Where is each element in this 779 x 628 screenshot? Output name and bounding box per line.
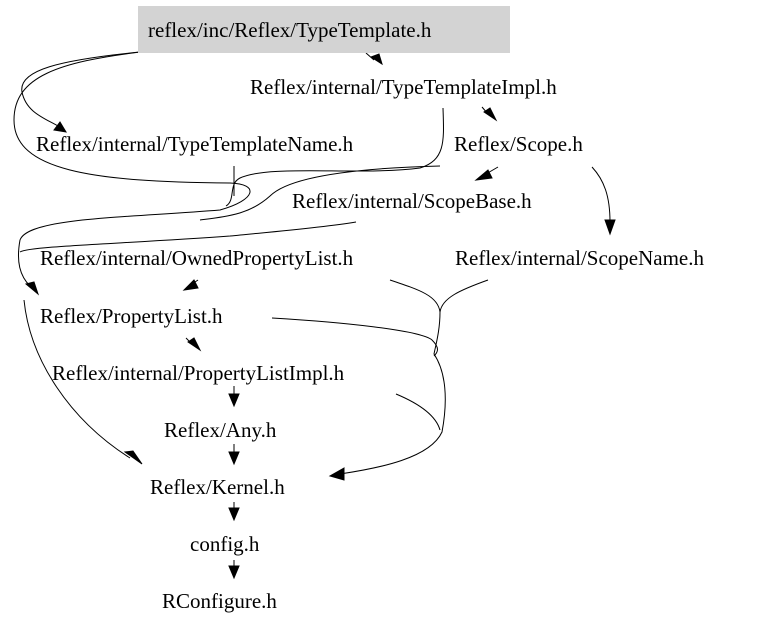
edge-scope-to-kernel-a <box>199 165 441 221</box>
node-kernel[interactable]: Reflex/Kernel.h <box>150 475 285 499</box>
edge-root-to-type-template-impl <box>365 52 375 61</box>
arrowhead-property-list-a <box>24 281 40 296</box>
arrowhead-any <box>228 393 240 408</box>
node-property-list[interactable]: Reflex/PropertyList.h <box>40 304 223 328</box>
arrowhead-rconfigure <box>228 565 240 580</box>
node-property-list-impl[interactable]: Reflex/internal/PropertyListImpl.h <box>52 361 345 385</box>
node-scope[interactable]: Reflex/Scope.h <box>454 132 583 156</box>
edge-scope-base-to-owned-property-list <box>19 221 357 253</box>
root-node-box <box>138 6 510 53</box>
arrowhead-property-list-b <box>182 279 199 291</box>
arrowhead-type-template-impl <box>369 53 383 66</box>
arrowhead-property-list-impl <box>187 337 202 352</box>
edge-property-list-to-kernel <box>271 317 438 357</box>
node-type-template-impl[interactable]: Reflex/internal/TypeTemplateImpl.h <box>250 75 557 99</box>
edge-root-to-kernel <box>23 299 131 459</box>
arrowhead-scope-name <box>604 219 616 236</box>
edge-root-to-type-template-name <box>21 51 141 127</box>
node-root[interactable]: reflex/inc/Reflex/TypeTemplate.h <box>148 18 432 42</box>
arrowhead-scope-base <box>474 169 493 181</box>
edge-scope-name-to-kernel <box>439 279 489 313</box>
edge-type-template-impl-to-property-list <box>225 107 444 207</box>
node-type-template-name[interactable]: Reflex/internal/TypeTemplateName.h <box>36 132 354 156</box>
arrowhead-type-template-name <box>53 121 67 133</box>
arrowhead-scope <box>483 107 498 122</box>
node-any[interactable]: Reflex/Any.h <box>164 418 277 442</box>
edge-owned-property-list-to-kernel <box>389 279 441 313</box>
node-scope-name[interactable]: Reflex/internal/ScopeName.h <box>455 246 704 270</box>
edge-scope-to-scope-name <box>591 166 611 223</box>
arrowhead-kernel-a <box>123 450 143 465</box>
arrowhead-kernel-b <box>328 467 345 481</box>
node-rconfigure[interactable]: RConfigure.h <box>162 589 277 613</box>
edge-property-list-impl-to-kernel <box>395 393 441 431</box>
arrowhead-kernel-c <box>228 451 240 466</box>
arrowhead-config <box>228 507 240 522</box>
edge-merged-to-kernel <box>339 311 446 475</box>
graph-edges <box>13 51 616 580</box>
node-config[interactable]: config.h <box>190 532 260 556</box>
graph-nodes: reflex/inc/Reflex/TypeTemplate.h Reflex/… <box>36 6 704 613</box>
edge-root-to-property-list <box>13 51 251 287</box>
node-owned-property-list[interactable]: Reflex/internal/OwnedPropertyList.h <box>40 246 354 270</box>
node-scope-base[interactable]: Reflex/internal/ScopeBase.h <box>292 189 532 213</box>
